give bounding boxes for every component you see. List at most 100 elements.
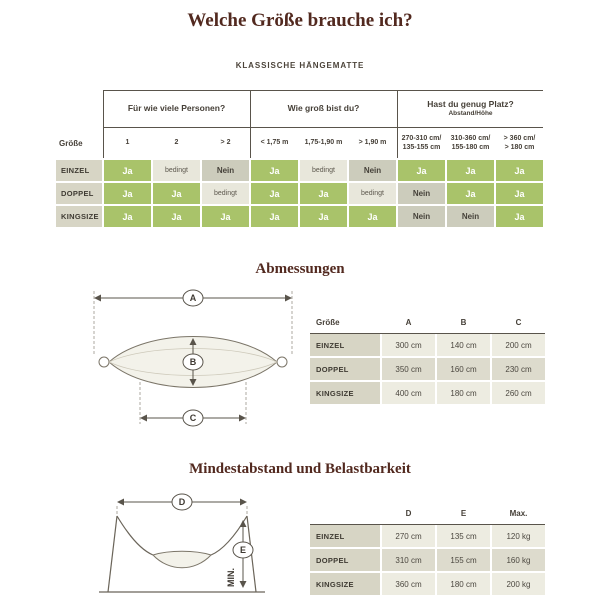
hanging-loop-icon [98, 356, 110, 368]
label-c-badge [182, 409, 204, 427]
min-distance-table: D E Max. EINZEL 270 cm 135 cm 120 kg DOP… [310, 503, 545, 595]
table-rule-vertical [103, 90, 104, 158]
table-rule-vertical [397, 90, 398, 158]
subheader-cell: 310-360 cm/ 155-180 cm [450, 134, 491, 151]
hammock-cloth [152, 550, 212, 569]
answer-cell: Nein [398, 183, 445, 204]
value-cell: 155 cm [437, 549, 490, 571]
arrowhead-icon [140, 414, 147, 422]
subheader-cell: > 360 cm/ > 180 cm [503, 134, 536, 151]
post-left [107, 515, 118, 593]
page-subtitle: KLASSISCHE HÄNGEMATTE [235, 61, 365, 70]
arrowhead-icon [94, 294, 101, 302]
answer-cell: Ja [251, 183, 298, 204]
group-header-space: Hast du genug Platz? Abstand/Höhe [398, 90, 543, 126]
subheader-cell: 1,75-1,90 m [304, 139, 343, 147]
header-cell [310, 503, 380, 523]
row-label-kingsize: KINGSIZE [310, 382, 380, 404]
dimensions-table: Größe A B C EINZEL 300 cm 140 cm 200 cm … [310, 312, 545, 404]
group-header-persons: Für wie viele Personen? [104, 90, 249, 126]
answer-cell: Nein [398, 206, 445, 227]
answer-cell: Ja [300, 206, 347, 227]
value-cell: 180 cm [437, 382, 490, 404]
answer-cell: Nein [202, 160, 249, 181]
arrowhead-icon [239, 581, 247, 588]
answer-cell: bedingt [202, 183, 249, 204]
subheader-cell: 270-310 cm/ 135-155 cm [401, 134, 442, 151]
value-cell: 200 kg [492, 573, 545, 595]
answer-cell: Ja [496, 183, 543, 204]
answer-cell: Nein [447, 206, 494, 227]
rope-left [116, 515, 154, 556]
value-cell: 270 cm [382, 525, 435, 547]
header-rule [310, 333, 545, 334]
answer-cell: Ja [202, 206, 249, 227]
rope-right [210, 515, 248, 556]
label-d-badge [171, 493, 193, 511]
label-a: A [190, 293, 197, 303]
answer-cell: Ja [447, 160, 494, 181]
group-header-sublabel: Abstand/Höhe [448, 110, 493, 117]
header-cell: D [405, 508, 412, 518]
answer-cell: Ja [496, 206, 543, 227]
row-label-einzel: EINZEL [310, 334, 380, 356]
value-cell: 310 cm [382, 549, 435, 571]
arrowhead-icon [285, 294, 292, 302]
group-header-label: Wie groß bist du? [287, 103, 360, 113]
subheader-cell: > 2 [220, 139, 231, 147]
answer-cell: Ja [447, 183, 494, 204]
arrowhead-icon [239, 414, 246, 422]
value-cell: 400 cm [382, 382, 435, 404]
row-label-einzel: EINZEL [56, 160, 102, 181]
value-cell: 140 cm [437, 334, 490, 356]
hammock-side-view: MIN. D E [99, 493, 265, 593]
answer-cell: bedingt [153, 160, 200, 181]
value-cell: 200 cm [492, 334, 545, 356]
header-cell: Max. [509, 508, 528, 518]
answer-cell: Ja [104, 206, 151, 227]
value-cell: 180 cm [437, 573, 490, 595]
header-cell: Größe [316, 317, 340, 327]
label-d: D [179, 497, 186, 507]
header-cell: E [460, 508, 467, 518]
arrowhead-icon [239, 520, 247, 527]
row-label-kingsize: KINGSIZE [310, 573, 380, 595]
header-cell: A [405, 317, 412, 327]
value-cell: 230 cm [492, 358, 545, 380]
dimensions-diagram: A B C [88, 284, 298, 444]
arrowhead-icon [117, 498, 124, 506]
value-cell: 350 cm [382, 358, 435, 380]
table-rule-vertical [250, 90, 251, 158]
answer-cell: Ja [104, 183, 151, 204]
answer-cell: Ja [496, 160, 543, 181]
answer-cell: Ja [349, 206, 396, 227]
answer-cell: Ja [251, 160, 298, 181]
subheader-cell: 1 [125, 139, 130, 147]
row-label-kingsize: KINGSIZE [56, 206, 102, 227]
value-cell: 300 cm [382, 334, 435, 356]
answer-cell: Ja [251, 206, 298, 227]
size-corner-label: Größe [59, 138, 83, 148]
answer-cell: Ja [153, 183, 200, 204]
group-header-height: Wie groß bist du? [251, 90, 396, 126]
subheader-cell: > 1,90 m [358, 139, 387, 147]
answer-cell: Nein [349, 160, 396, 181]
label-e: E [240, 545, 246, 555]
subheader-cell: < 1,75 m [260, 139, 289, 147]
answer-cell: Ja [398, 160, 445, 181]
value-cell: 135 cm [437, 525, 490, 547]
size-selection-table: Für wie viele Personen? Wie groß bist du… [56, 90, 543, 227]
row-label-doppel: DOPPEL [56, 183, 102, 204]
arrowhead-icon [240, 498, 247, 506]
row-label-einzel: EINZEL [310, 525, 380, 547]
label-a-badge [182, 289, 204, 307]
subheader-cell: 2 [174, 139, 179, 147]
value-cell: 260 cm [492, 382, 545, 404]
answer-cell: bedingt [349, 183, 396, 204]
header-rule [310, 524, 545, 525]
row-label-doppel: DOPPEL [310, 358, 380, 380]
answer-cell: Ja [153, 206, 200, 227]
value-cell: 360 cm [382, 573, 435, 595]
answer-cell: Ja [104, 160, 151, 181]
